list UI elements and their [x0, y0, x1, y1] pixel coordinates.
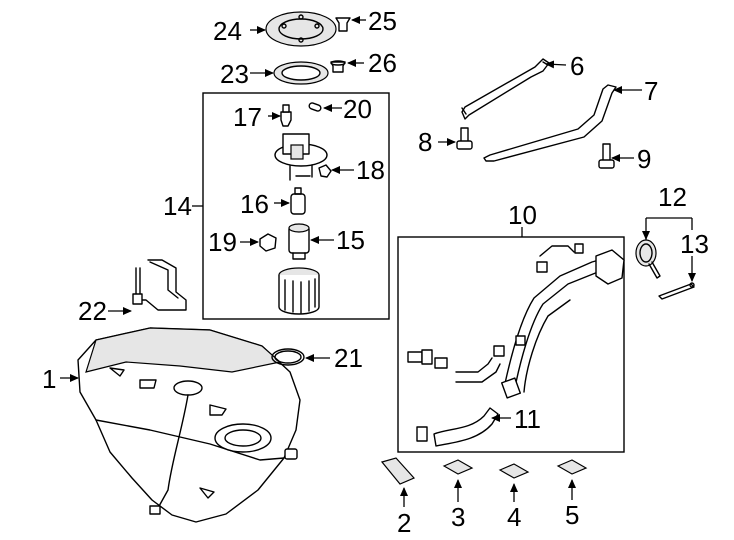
callout-21: 21 — [334, 343, 363, 373]
callout-6: 6 — [570, 51, 584, 81]
part-18-valve — [318, 164, 332, 178]
part-5-pad — [556, 459, 588, 475]
callout-10: 10 — [508, 200, 537, 230]
callout-3: 3 — [451, 502, 465, 532]
part-17-sensor — [280, 104, 292, 127]
callout-11: 11 — [514, 404, 541, 434]
callout-17: 17 — [233, 102, 262, 132]
part-3-pad — [442, 459, 474, 475]
part-19-regulator — [259, 233, 277, 252]
leader-lines — [60, 16, 696, 507]
part-8-bolt — [456, 127, 473, 150]
callout-1: 1 — [42, 364, 56, 394]
pump-flange — [274, 133, 328, 181]
callout-18: 18 — [356, 155, 385, 185]
part-24-lock-ring — [265, 11, 337, 47]
part-25-cap — [335, 17, 351, 32]
callout-5: 5 — [565, 500, 579, 530]
part-6-tank-strap — [461, 58, 550, 120]
callout-2: 2 — [397, 508, 411, 538]
callout-19: 19 — [208, 227, 237, 257]
part-26-grommet — [330, 60, 346, 73]
part-13-tether — [658, 282, 695, 300]
callout-23: 23 — [220, 59, 249, 89]
callout-9: 9 — [637, 144, 651, 174]
part-20-clip — [308, 102, 322, 112]
part-23-gasket — [273, 61, 329, 85]
callout-4: 4 — [507, 502, 521, 532]
filler-neck-assembly-box — [397, 236, 625, 453]
part-12-fuel-cap — [635, 239, 661, 279]
callout-16: 16 — [240, 189, 269, 219]
part-15-pump — [288, 223, 310, 260]
callout-20: 20 — [343, 94, 372, 124]
part-7-tank-strap — [483, 84, 617, 162]
callout-14: 14 — [163, 191, 192, 221]
callout-26: 26 — [368, 48, 397, 78]
part-22-harness — [132, 259, 187, 311]
part-16-filter — [290, 187, 306, 215]
part-4-pad — [498, 463, 530, 479]
part-21-o-ring — [271, 348, 305, 366]
callout-24: 24 — [213, 16, 242, 46]
callout-15: 15 — [336, 225, 365, 255]
part-9-bolt — [598, 143, 615, 169]
callout-22: 22 — [78, 296, 107, 326]
callout-8: 8 — [418, 127, 432, 157]
callout-12: 12 — [658, 182, 687, 212]
vent-hose — [407, 349, 501, 383]
filler-neck-pipe — [493, 243, 625, 399]
part-11-hose — [416, 407, 499, 447]
callout-7: 7 — [644, 76, 658, 106]
pump-strainer — [278, 267, 320, 315]
part-1-fuel-tank — [77, 327, 301, 523]
callout-25: 25 — [368, 6, 397, 36]
callout-13: 13 — [680, 229, 709, 259]
part-2-pad — [380, 457, 416, 485]
